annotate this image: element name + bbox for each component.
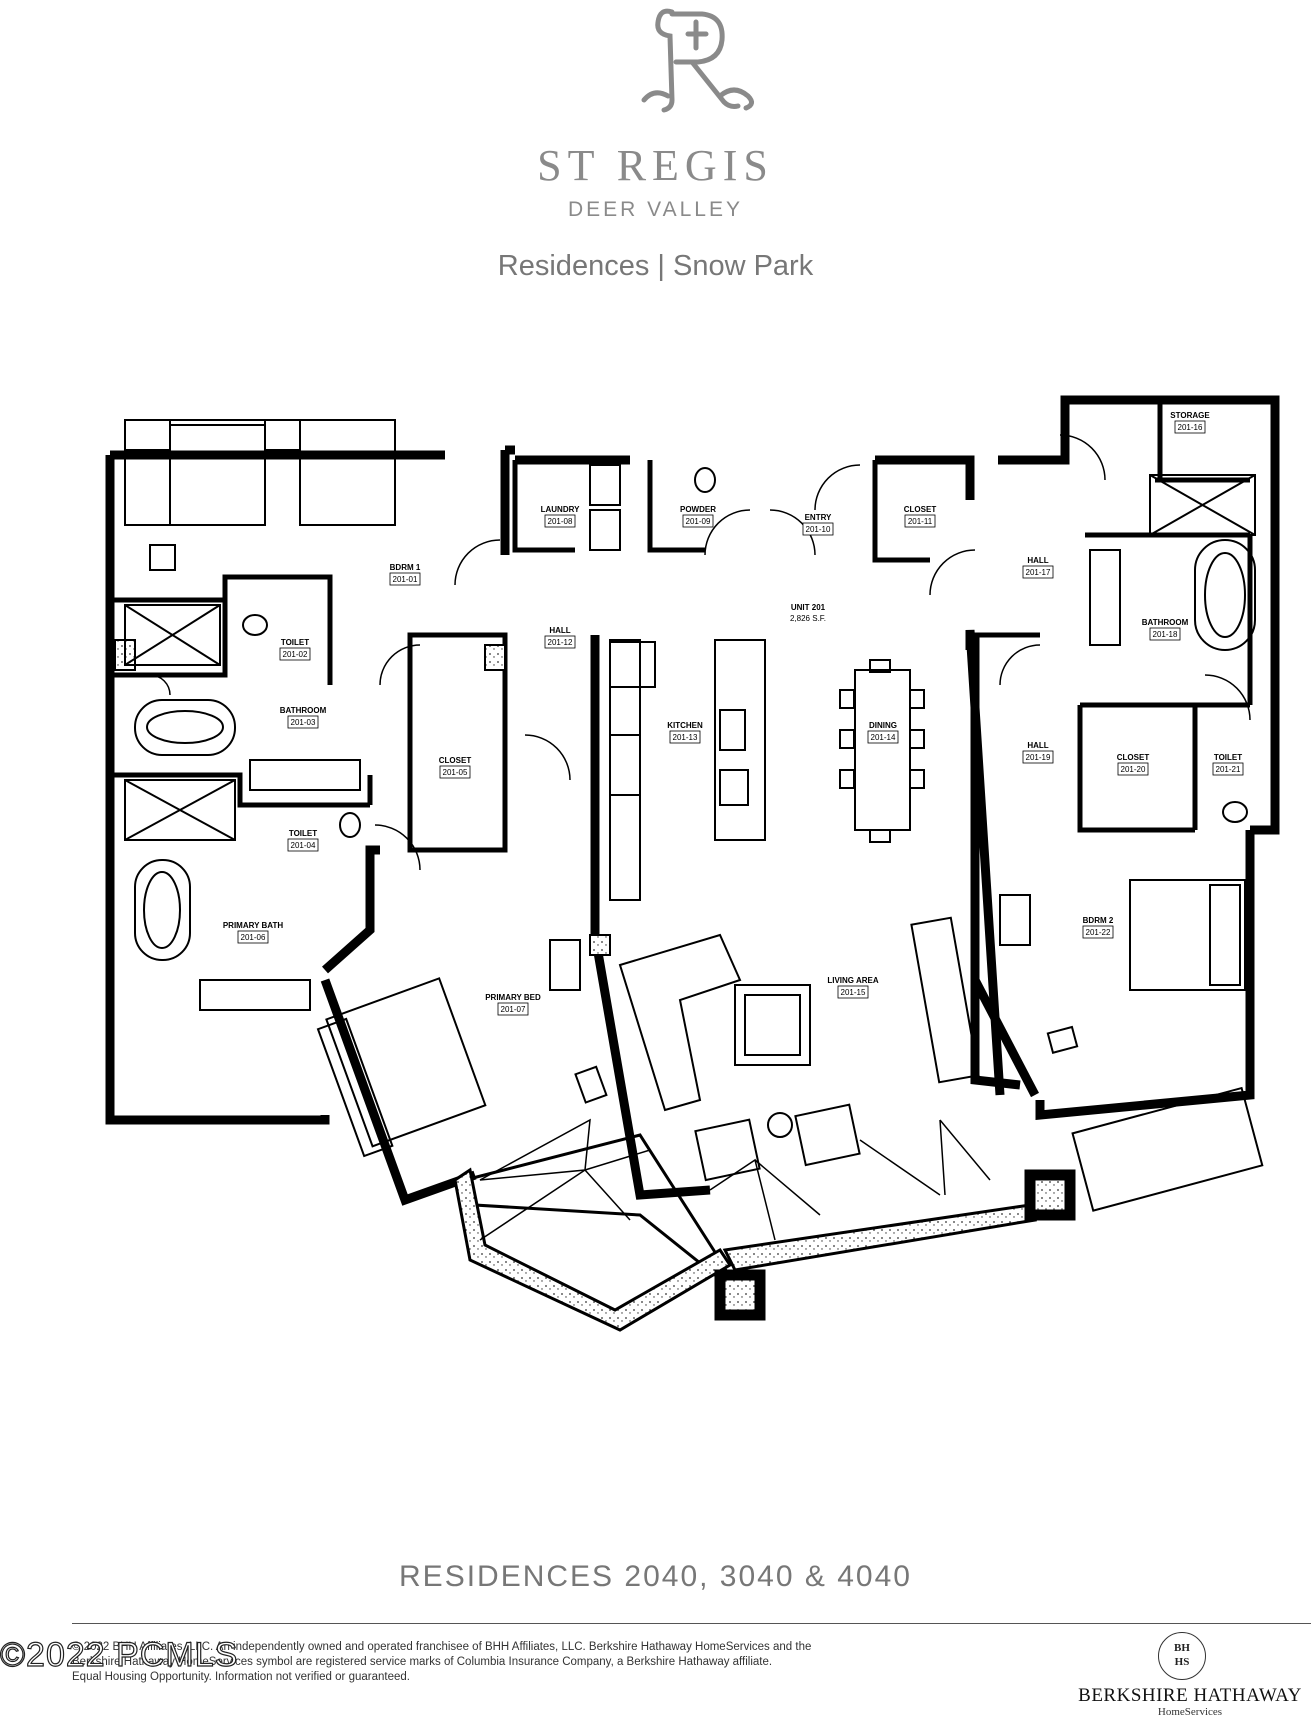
brand-name: ST REGIS <box>537 141 774 190</box>
room-code: 201-10 <box>806 525 831 534</box>
floor-plan: BDRM 1 201-01 TOILET 201-02 BATHROOM 201-03… <box>105 395 1280 1332</box>
room-code: 201-12 <box>548 638 573 647</box>
room-code: 201-09 <box>686 517 711 526</box>
room-code: 201-11 <box>908 517 933 526</box>
room-storage: STORAGE 201-16 <box>1170 411 1210 434</box>
room-entry: ENTRY 201-10 <box>802 513 834 536</box>
room-name: TOILET <box>281 638 309 647</box>
exterior-walls <box>105 395 1280 1206</box>
room-code: 201-05 <box>443 768 468 777</box>
room-name: BATHROOM <box>280 706 327 715</box>
room-bdrm1: BDRM 1 201-01 <box>389 563 421 586</box>
room-name: POWDER <box>680 505 716 514</box>
balcony-lines <box>479 1118 991 1241</box>
room-name: CLOSET <box>904 505 937 514</box>
pcmls-watermark: ©2022 PCMLS <box>0 1635 239 1674</box>
disclaimer: © 2022 BHH Affiliates, LLC. An independe… <box>72 1640 972 1685</box>
bhhs-subtitle: HomeServices <box>1157 1706 1223 1718</box>
room-primarybed: PRIMARY BED 201-07 <box>485 993 541 1016</box>
room-code: 201-02 <box>283 650 308 659</box>
project-title: Residences | Snow Park <box>497 250 814 282</box>
bhhs-seal-bottom: HS <box>1174 1656 1190 1668</box>
unit-area: 2,826 S.F. <box>790 614 826 623</box>
disclaimer-line-3: Equal Housing Opportunity. Information n… <box>72 1671 410 1683</box>
footer-divider <box>72 1623 1311 1624</box>
interior-walls <box>110 400 1253 853</box>
room-closet3: CLOSET 201-20 <box>1117 753 1150 776</box>
room-laundry: LAUNDRY 201-08 <box>541 505 580 528</box>
room-code: 201-08 <box>548 517 573 526</box>
room-name: BDRM 1 <box>390 563 421 572</box>
room-toilet1: TOILET 201-02 <box>279 638 311 661</box>
room-dining: DINING 201-14 <box>867 721 899 744</box>
balcony <box>453 1133 1037 1332</box>
room-labels: BDRM 1 201-01 TOILET 201-02 BATHROOM 201-03… <box>223 411 1244 1016</box>
room-closet1: CLOSET 201-05 <box>439 756 472 779</box>
doors <box>149 434 1251 871</box>
disclaimer-line-1: © 2022 BHH Affiliates, LLC. An independe… <box>72 1641 812 1653</box>
room-name: CLOSET <box>1117 753 1150 762</box>
unit-summary: UNIT 201 2,826 S.F. <box>790 603 826 623</box>
room-name: TOILET <box>1214 753 1242 762</box>
room-name: PRIMARY BED <box>485 993 541 1002</box>
room-code: 201-18 <box>1153 630 1178 639</box>
bhhs-seal-logo: BH HS <box>1158 1632 1206 1680</box>
room-living: LIVING AREA 201-15 <box>827 976 879 999</box>
room-name: STORAGE <box>1170 411 1210 420</box>
room-primarybath: PRIMARY BATH 201-06 <box>223 921 284 944</box>
room-code: 201-04 <box>291 841 316 850</box>
room-name: CLOSET <box>439 756 472 765</box>
room-code: 201-22 <box>1086 928 1111 937</box>
room-code: 201-16 <box>1178 423 1203 432</box>
unit-label: UNIT 201 <box>791 603 826 612</box>
room-name: DINING <box>869 721 897 730</box>
room-name: TOILET <box>289 829 317 838</box>
bhhs-seal-top: BH <box>1174 1642 1190 1654</box>
room-name: PRIMARY BATH <box>223 921 284 930</box>
room-code: 201-01 <box>393 575 418 584</box>
room-closet2: CLOSET 201-11 <box>904 505 937 528</box>
room-toilet3: TOILET 201-21 <box>1212 753 1244 776</box>
room-bath2: BATHROOM 201-18 <box>1142 618 1189 641</box>
room-name: HALL <box>1027 556 1048 565</box>
room-name: BATHROOM <box>1142 618 1189 627</box>
room-code: 201-15 <box>841 988 866 997</box>
room-code: 201-20 <box>1121 765 1146 774</box>
room-code: 201-03 <box>291 718 316 727</box>
room-code: 201-06 <box>241 933 266 942</box>
room-name: LAUNDRY <box>541 505 580 514</box>
room-name: HALL <box>1027 741 1048 750</box>
room-code: 201-14 <box>871 733 896 742</box>
room-name: LIVING AREA <box>827 976 878 985</box>
room-code: 201-07 <box>501 1005 526 1014</box>
room-name: ENTRY <box>805 513 832 522</box>
room-hall2: HALL 201-17 <box>1022 556 1054 579</box>
room-hall3: HALL 201-19 <box>1022 741 1054 764</box>
room-code: 201-21 <box>1216 765 1241 774</box>
room-hall1: HALL 201-12 <box>544 626 576 649</box>
room-code: 201-19 <box>1026 753 1051 762</box>
room-name: BDRM 2 <box>1083 916 1114 925</box>
room-name: HALL <box>549 626 570 635</box>
room-bath1: BATHROOM 201-03 <box>280 706 327 729</box>
room-name: KITCHEN <box>667 721 703 730</box>
disclaimer-line-2: Berkshire Hathaway HomeServices symbol a… <box>72 1656 773 1668</box>
brand-subtitle: DEER VALLEY <box>567 198 743 221</box>
room-powder: POWDER 201-09 <box>680 505 716 528</box>
fixtures <box>124 419 1264 1212</box>
residences-title: RESIDENCES 2040, 3040 & 4040 <box>399 1560 912 1593</box>
room-kitchen: KITCHEN 201-13 <box>667 721 703 744</box>
room-bdrm2: BDRM 2 201-22 <box>1082 916 1114 939</box>
room-toilet2: TOILET 201-04 <box>287 829 319 852</box>
bhhs-name: BERKSHIRE HATHAWAY <box>1078 1685 1302 1706</box>
room-code: 201-13 <box>673 733 698 742</box>
room-code: 201-17 <box>1026 568 1051 577</box>
st-regis-monogram-logo <box>641 8 754 113</box>
columns <box>114 639 1076 1321</box>
